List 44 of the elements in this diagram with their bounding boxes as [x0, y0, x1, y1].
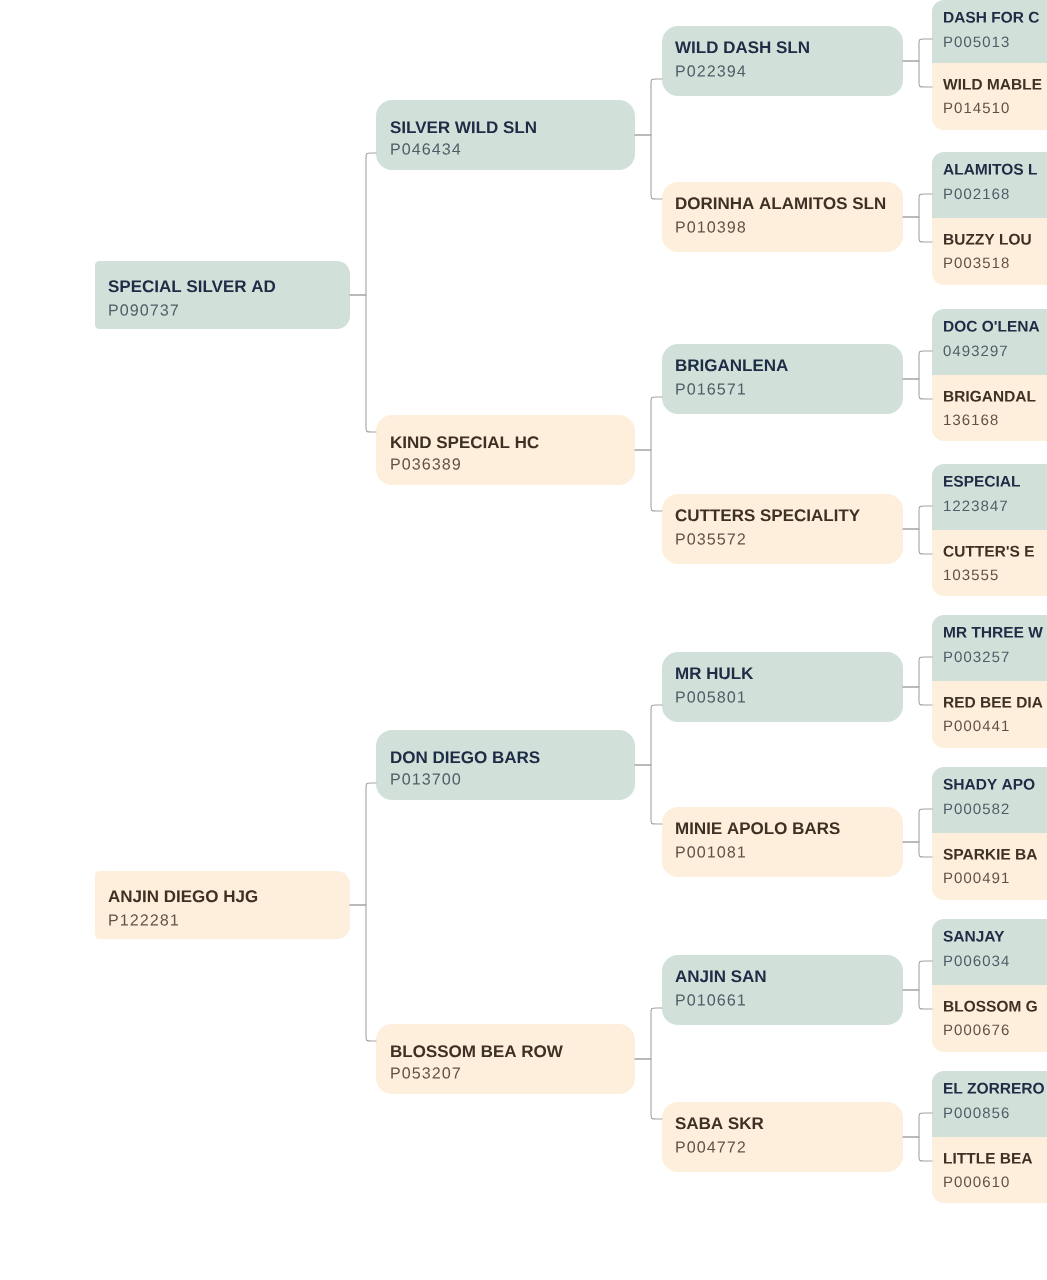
- pedigree-box: SILVER WILD SLN P046434: [376, 100, 635, 170]
- pedigree-box: CUTTER'S E 103555: [932, 530, 1047, 596]
- pedigree-box: BUZZY LOU P003518: [932, 218, 1047, 285]
- pedigree-box: DOC O'LENA 0493297: [932, 309, 1047, 375]
- pedigree-box: KIND SPECIAL HC P036389: [376, 415, 635, 485]
- pedigree-box: BRIGANLENA P016571: [662, 344, 903, 414]
- pedigree-box: ANJIN SAN P010661: [662, 955, 903, 1025]
- bracket-line: [902, 686, 933, 706]
- pedigree-box: SHADY APO P000582: [932, 767, 1047, 833]
- pedigree-box: DASH FOR C P005013: [932, 0, 1047, 63]
- pedigree-box: SPARKIE BA P000491: [932, 833, 1047, 900]
- bracket-line: [634, 449, 663, 512]
- pedigree-box: MINIE APOLO BARS P001081: [662, 807, 903, 877]
- pedigree-box: SABA SKR P004772: [662, 1102, 903, 1172]
- pedigree-box: ALAMITOS L P002168: [932, 152, 1047, 218]
- bracket-line: [634, 764, 663, 825]
- pedigree-box: SPECIAL SILVER AD P090737: [95, 261, 350, 329]
- bracket-line: [902, 378, 933, 400]
- bracket-line: [902, 60, 933, 88]
- bracket-line: [902, 528, 933, 555]
- bracket-line: [349, 904, 377, 1042]
- bracket-line: [634, 1058, 663, 1120]
- bracket-line: [902, 216, 933, 243]
- pedigree-box: EL ZORRERO P000856: [932, 1071, 1047, 1137]
- pedigree-box: CUTTERS SPECIALITY P035572: [662, 494, 903, 564]
- pedigree-box: LITTLE BEA P000610: [932, 1137, 1047, 1203]
- pedigree-box: WILD MABLE P014510: [932, 63, 1047, 130]
- bracket-line: [902, 841, 933, 858]
- pedigree-box: WILD DASH SLN P022394: [662, 26, 903, 96]
- pedigree-box: MR THREE W P003257: [932, 615, 1047, 681]
- pedigree-box: RED BEE DIA P000441: [932, 681, 1047, 748]
- bracket-line: [634, 134, 663, 200]
- pedigree-box: ANJIN DIEGO HJG P122281: [95, 871, 350, 939]
- pedigree-box: BRIGANDAL 136168: [932, 375, 1047, 441]
- pedigree-box: BLOSSOM BEA ROW P053207: [376, 1024, 635, 1094]
- pedigree-box: DORINHA ALAMITOS SLN P010398: [662, 182, 903, 252]
- pedigree-box: MR HULK P005801: [662, 652, 903, 722]
- pedigree-box: BLOSSOM G P000676: [932, 985, 1047, 1052]
- pedigree-box: ESPECIAL 1223847: [932, 464, 1047, 530]
- bracket-line: [902, 1136, 933, 1162]
- pedigree-box: SANJAY P006034: [932, 919, 1047, 985]
- pedigree-box: DON DIEGO BARS P013700: [376, 730, 635, 800]
- bracket-line: [902, 989, 933, 1010]
- bracket-line: [349, 294, 377, 433]
